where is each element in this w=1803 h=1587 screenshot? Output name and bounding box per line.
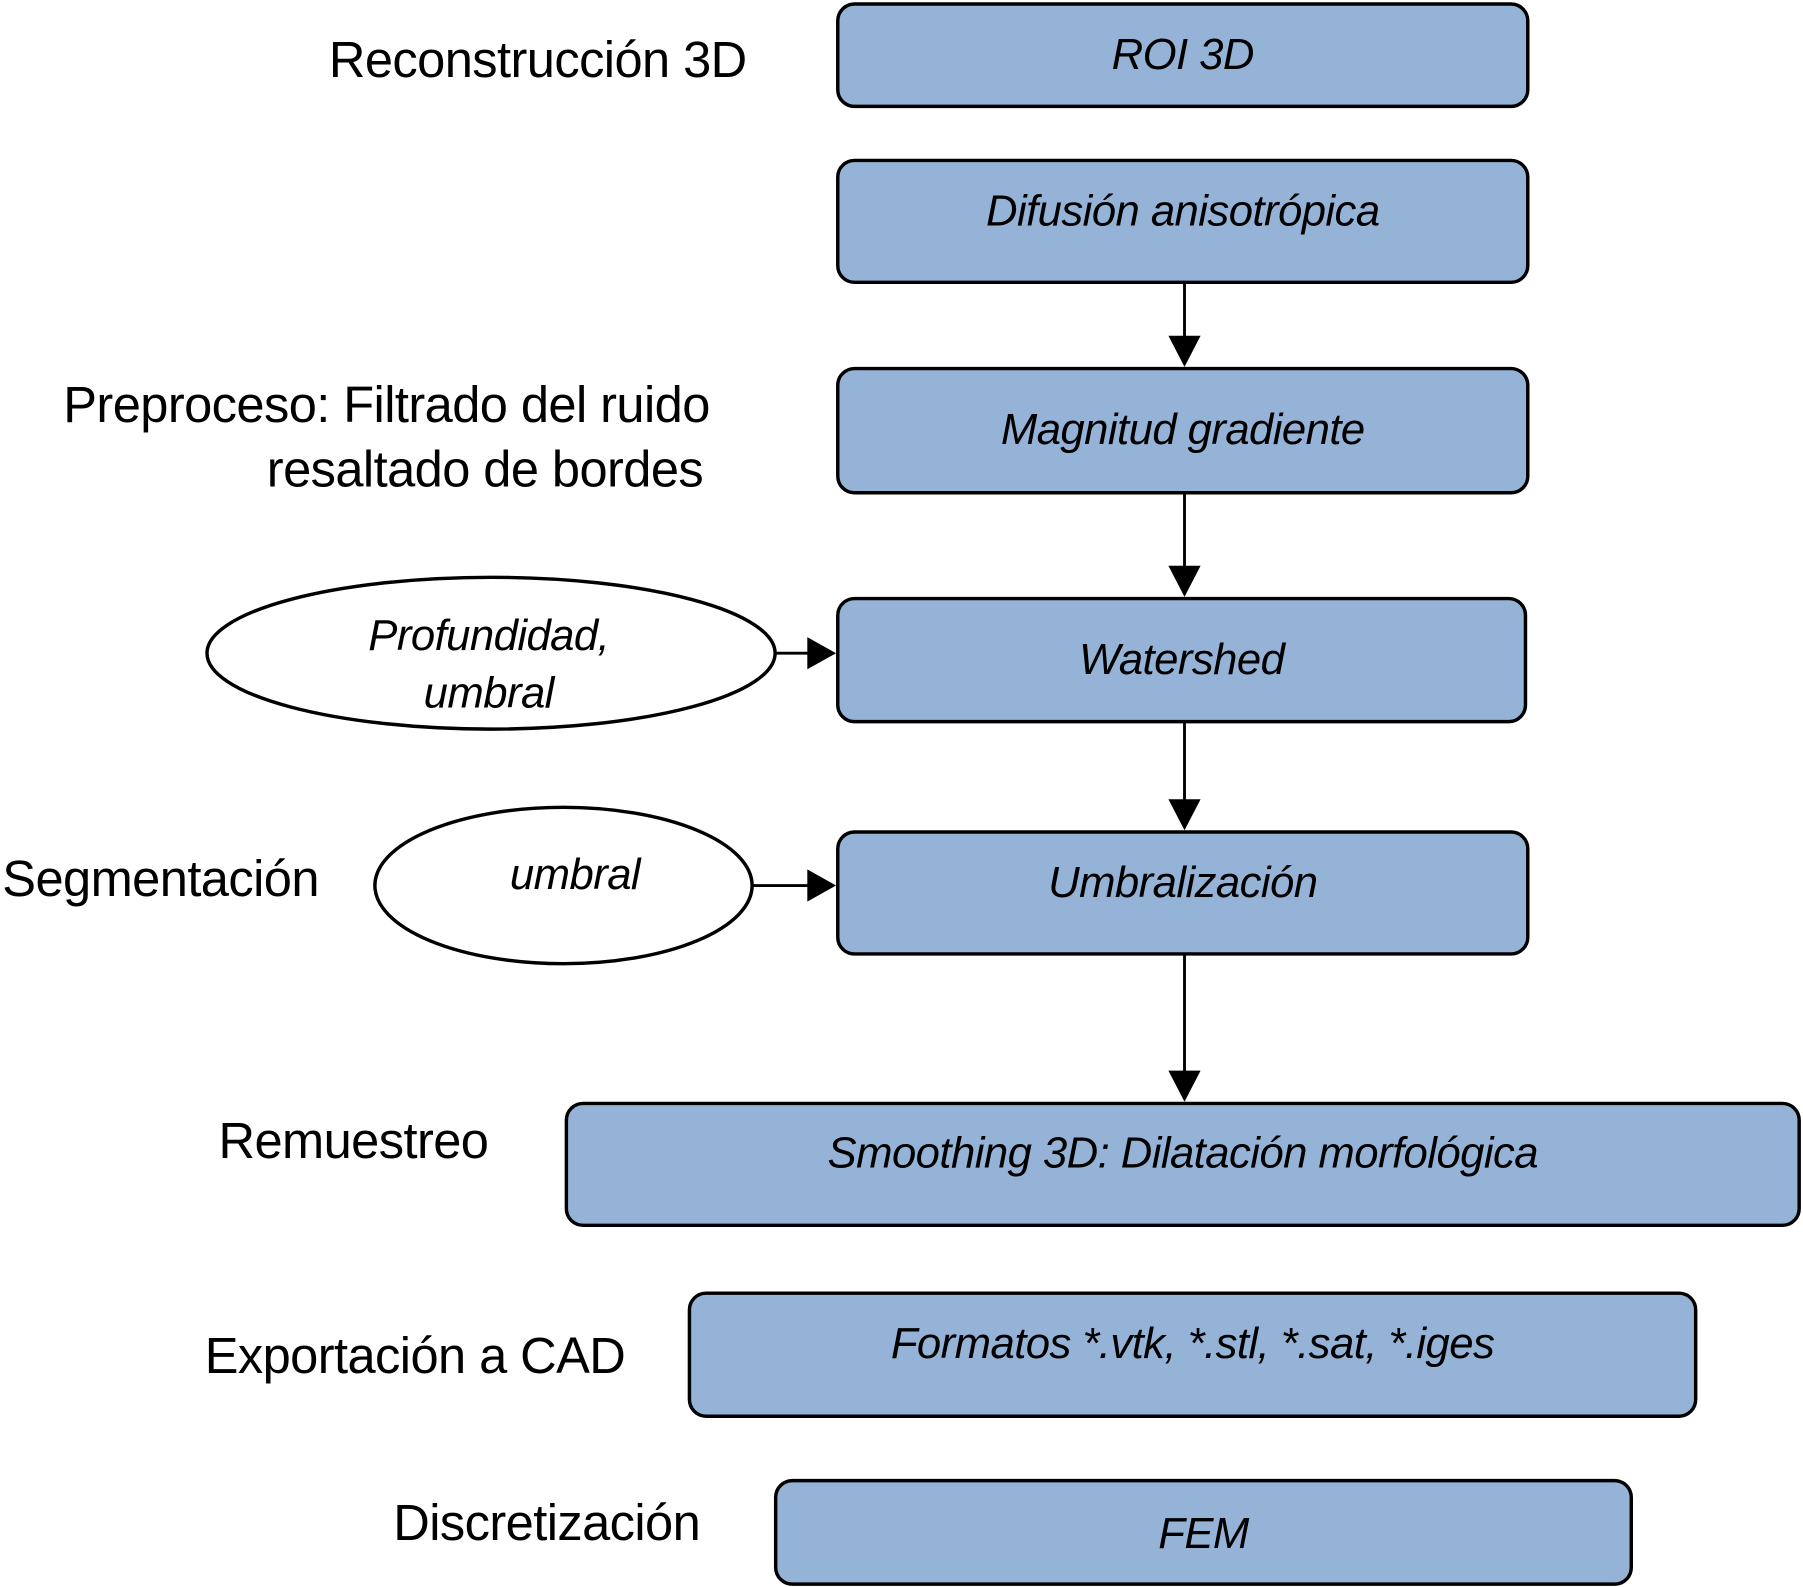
process-box-umbralizacion: Umbralización <box>836 830 1530 956</box>
process-box-formatos: Formatos *.vtk, *.stl, *.sat, *.iges <box>687 1291 1698 1418</box>
arrow-params-to-watershed <box>775 637 837 670</box>
process-box-difusion-anisotropica: Difusión anisotrópica <box>836 158 1530 285</box>
arrow-magnitud-to-watershed <box>1168 493 1201 597</box>
process-box-label: FEM <box>1158 1509 1249 1559</box>
label-preproceso-line1: Preproceso: Filtrado del ruido <box>63 377 710 434</box>
label-reconstruccion-3d: Reconstrucción 3D <box>328 32 747 89</box>
label-segmentacion: Segmentación <box>2 851 319 908</box>
ellipse-label-line1: umbral <box>509 851 641 900</box>
process-box-label: Umbralización <box>1048 859 1318 908</box>
label-exportacion-cad: Exportación a CAD <box>204 1328 626 1385</box>
process-box-fem: FEM <box>773 1478 1633 1586</box>
process-box-label: Formatos *.vtk, *.stl, *.sat, *.iges <box>890 1319 1495 1368</box>
arrow-umbralizacion-to-smoothing <box>1168 954 1201 1102</box>
ellipse-label-line1: Profundidad, <box>368 611 610 661</box>
process-box-watershed: Watershed <box>836 596 1528 724</box>
arrow-watershed-to-umbralizacion <box>1168 722 1201 831</box>
process-box-label: Smoothing 3D: Dilatación morfológica <box>827 1129 1539 1178</box>
arrow-difusion-to-magnitud <box>1168 282 1201 367</box>
ellipse-label-line2: umbral <box>423 669 555 718</box>
process-box-label: Difusión anisotrópica <box>985 187 1380 236</box>
process-box-smoothing-3d: Smoothing 3D: Dilatación morfológica <box>564 1101 1801 1228</box>
label-discretizacion: Discretización <box>393 1495 701 1552</box>
arrow-umbral-to-umbralizacion <box>752 869 837 902</box>
process-box-roi-3d: ROI 3D <box>836 2 1530 109</box>
label-remuestreo: Remuestreo <box>218 1113 489 1170</box>
process-box-magnitud-gradiente: Magnitud gradiente <box>836 366 1530 495</box>
process-box-label: Magnitud gradiente <box>1000 405 1365 455</box>
ellipse-umbral-param-label: umbral <box>403 846 748 904</box>
ellipse-watershed-params-label: Profundidad, umbral <box>265 607 714 722</box>
process-box-label: ROI 3D <box>1111 30 1255 79</box>
label-preproceso-line2: resaltado de bordes <box>266 441 704 498</box>
process-box-label: Watershed <box>1078 635 1285 684</box>
